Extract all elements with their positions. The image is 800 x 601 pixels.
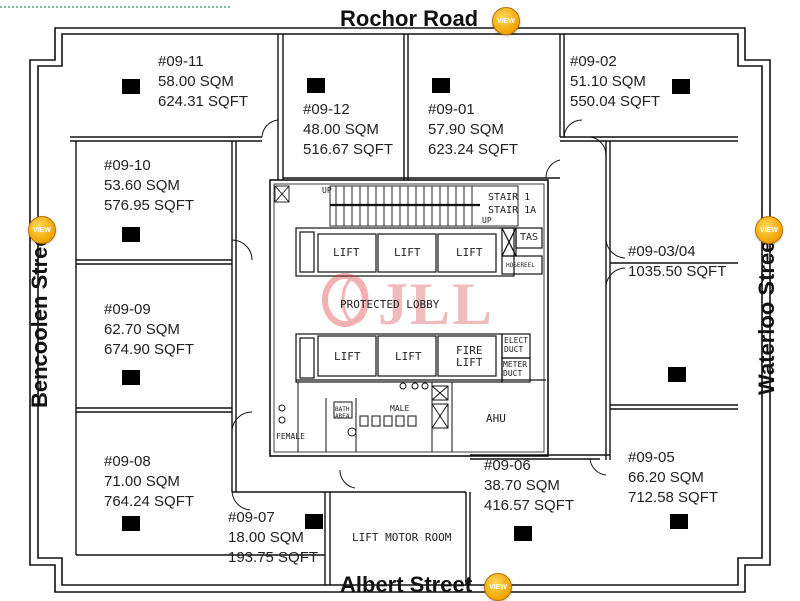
unit-sqft: 516.67 SQFT: [303, 141, 394, 158]
unit-id: #09-07: [228, 509, 275, 526]
unit-id: #09-06: [484, 457, 531, 474]
unit-marker: [122, 516, 140, 531]
hosereel-label: HOSEREEL: [506, 262, 535, 269]
unit-id: #09-12: [303, 101, 350, 118]
unit-sqft: 624.31 SQFT: [158, 93, 249, 110]
unit-partitions: [70, 34, 738, 585]
unit-sqm: 58.00 SQM: [158, 73, 234, 90]
unit-marker: [305, 514, 323, 529]
view-icon-east[interactable]: VIEW: [755, 216, 783, 244]
unit-id: #09-03/04: [628, 243, 696, 260]
lift-label: LIFT: [394, 246, 421, 259]
elect-duct-label: DUCT: [504, 345, 524, 354]
fire-lift-label: LIFT: [456, 356, 483, 369]
unit-id: #09-05: [628, 449, 675, 466]
unit-id: #09-09: [104, 301, 151, 318]
view-icon-north[interactable]: VIEW: [492, 7, 520, 35]
unit-sqft: 712.58 SQFT: [628, 489, 719, 506]
stair-label: STAIR 1A: [488, 205, 537, 216]
unit-marker: [122, 227, 140, 242]
unit-09-02[interactable]: #09-02 51.10 SQM 550.04 SQFT: [570, 52, 660, 112]
unit-id: #09-10: [104, 157, 151, 174]
unit-sqft: 193.75 SQFT: [228, 549, 319, 566]
unit-09-10[interactable]: #09-10 53.60 SQM 576.95 SQFT: [104, 156, 194, 216]
unit-sqm: 57.90 SQM: [428, 121, 504, 138]
lift-motor-room-label: LIFT MOTOR ROOM: [352, 531, 452, 544]
unit-sqft: 550.04 SQFT: [570, 93, 661, 110]
unit-sqm: 51.10 SQM: [570, 73, 646, 90]
unit-id: #09-01: [428, 101, 475, 118]
unit-09-11[interactable]: #09-11 58.00 SQM 624.31 SQFT: [158, 52, 248, 112]
view-icon-west[interactable]: VIEW: [28, 216, 56, 244]
unit-marker: [514, 526, 532, 541]
female-label: FEMALE: [276, 432, 305, 441]
unit-sqm: 62.70 SQM: [104, 321, 180, 338]
street-east: Waterloo Street: [754, 233, 779, 395]
jll-watermark-text: JLL: [378, 271, 495, 337]
unit-sqft: 416.57 SQFT: [484, 497, 575, 514]
meter-duct-label: METER: [503, 360, 528, 369]
jll-watermark: [322, 273, 369, 327]
unit-09-07[interactable]: #09-07 18.00 SQM 193.75 SQFT: [228, 508, 318, 568]
bath-area-label: AREA: [335, 413, 350, 420]
tas-label: TAS: [520, 232, 539, 243]
up-label: UP: [322, 186, 332, 195]
unit-sqft: 1035.50 SQFT: [628, 263, 727, 280]
unit-sqm: 38.70 SQM: [484, 477, 560, 494]
unit-id: #09-02: [570, 53, 617, 70]
male-label: MALE: [390, 404, 410, 413]
unit-sqm: 66.20 SQM: [628, 469, 704, 486]
unit-sqft: 764.24 SQFT: [104, 493, 195, 510]
unit-id: #09-08: [104, 453, 151, 470]
bath-area-label: BATH: [335, 406, 350, 413]
lift-bank-lower: [295, 333, 546, 383]
lift-label: LIFT: [333, 246, 360, 259]
toilet-block: [278, 382, 453, 452]
unit-09-08[interactable]: #09-08 71.00 SQM 764.24 SQFT: [104, 452, 194, 512]
meter-duct-label: DUCT: [503, 369, 523, 378]
unit-sqm: 48.00 SQM: [303, 121, 379, 138]
unit-sqm: 71.00 SQM: [104, 473, 180, 490]
ahu-label: AHU: [486, 412, 506, 425]
unit-sqft: 576.95 SQFT: [104, 197, 195, 214]
lift-label: LIFT: [334, 350, 361, 363]
unit-09-09[interactable]: #09-09 62.70 SQM 674.90 SQFT: [104, 300, 194, 360]
unit-marker: [122, 79, 140, 94]
unit-09-03-04[interactable]: #09-03/04 1035.50 SQFT: [628, 242, 726, 282]
elect-duct-label: ELECT: [504, 336, 529, 345]
lift-label: LIFT: [395, 350, 422, 363]
unit-sqft: 623.24 SQFT: [428, 141, 519, 158]
lift-label: LIFT: [456, 246, 483, 259]
street-west: Bencoolen Street: [27, 227, 52, 408]
building-outline: [29, 27, 771, 593]
up-label: UP: [482, 216, 492, 225]
stair: [274, 185, 519, 227]
door-swings: [231, 119, 626, 511]
lobby-label: PROTECTED LOBBY: [340, 298, 440, 311]
street-south: Albert Street: [340, 572, 473, 597]
core-outline: [269, 179, 549, 457]
unit-marker: [672, 79, 690, 94]
top-border-strip: [0, 0, 230, 8]
unit-09-05[interactable]: #09-05 66.20 SQM 712.58 SQFT: [628, 448, 718, 508]
unit-marker: [432, 78, 450, 93]
lift-bank-upper: [295, 227, 543, 277]
unit-09-12[interactable]: #09-12 48.00 SQM 516.67 SQFT: [303, 100, 393, 160]
unit-09-06[interactable]: #09-06 38.70 SQM 416.57 SQFT: [484, 456, 574, 516]
stair-label: STAIR 1: [488, 192, 531, 203]
unit-marker: [668, 367, 686, 382]
unit-09-01[interactable]: #09-01 57.90 SQM 623.24 SQFT: [428, 100, 518, 160]
unit-sqft: 674.90 SQFT: [104, 341, 195, 358]
street-north: Rochor Road: [340, 6, 479, 31]
view-icon-south[interactable]: VIEW: [484, 573, 512, 601]
unit-marker: [122, 370, 140, 385]
unit-marker: [670, 514, 688, 529]
unit-id: #09-11: [158, 53, 204, 70]
unit-marker: [307, 78, 325, 93]
unit-sqm: 53.60 SQM: [104, 177, 180, 194]
fire-lift-label: FIRE: [456, 344, 483, 357]
unit-sqm: 18.00 SQM: [228, 529, 304, 546]
